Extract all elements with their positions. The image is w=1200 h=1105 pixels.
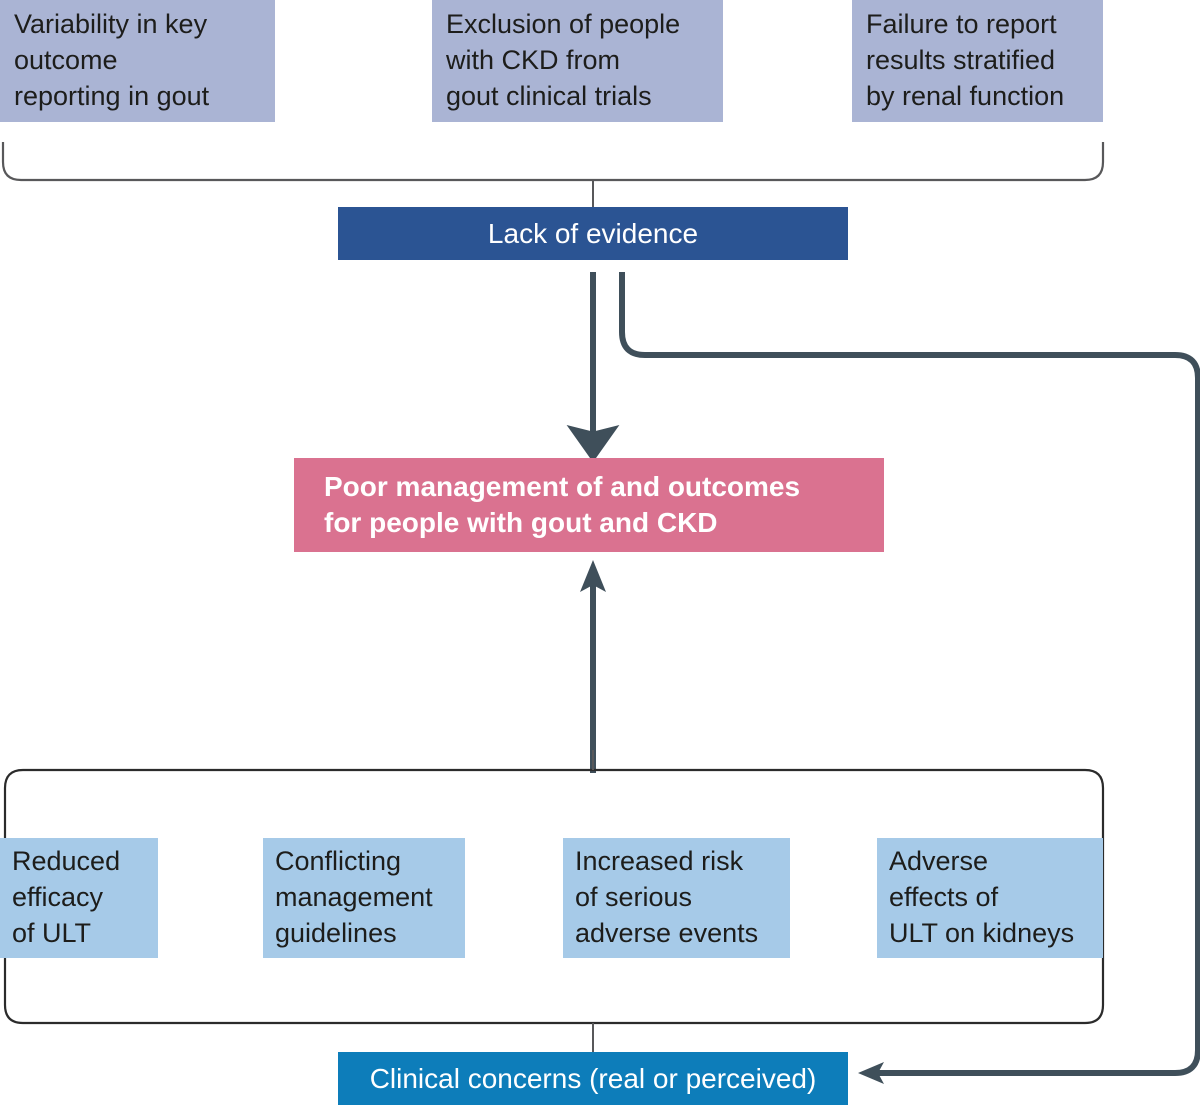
clinical-concerns-banner[interactable]: Clinical concerns (real or perceived) — [338, 1052, 848, 1105]
evidence-box-exclusion-label: Exclusion of people with CKD from gout c… — [446, 9, 681, 111]
clinical-concerns-arrowhead — [858, 1062, 884, 1084]
concern-box-reduced-efficacy[interactable]: Reduced efficacy of ULT — [0, 838, 158, 958]
evidence-box-failure-label: Failure to report results stratified by … — [866, 9, 1065, 111]
concern-box-conflicting-guidelines[interactable]: Conflicting management guidelines — [263, 838, 465, 958]
clinical-concerns-label: Clinical concerns (real or perceived) — [369, 1062, 817, 1094]
evidence-box-failure[interactable]: Failure to report results stratified by … — [852, 0, 1103, 122]
poor-management-arrowhead — [580, 560, 606, 592]
concern-box-increased-risk-label: Increased risk of serious adverse events — [575, 846, 759, 948]
evidence-box-exclusion[interactable]: Exclusion of people with CKD from gout c… — [432, 0, 723, 122]
concern-box-adverse-effects-label: Adverse effects of ULT on kidneys — [889, 846, 1075, 948]
poor-management-label: Poor management of and outcomes for peop… — [324, 470, 801, 538]
top-bracket — [1, 142, 1105, 182]
poor-management-banner[interactable]: Poor management of and outcomes for peop… — [294, 458, 884, 552]
lack-of-evidence-label: Lack of evidence — [487, 217, 699, 249]
concern-box-reduced-efficacy-label: Reduced efficacy of ULT — [12, 846, 121, 948]
concern-box-conflicting-guidelines-label: Conflicting management guidelines — [275, 846, 433, 948]
concern-box-increased-risk[interactable]: Increased risk of serious adverse events — [563, 838, 790, 958]
evidence-box-variability-label: Variability in key outcome reporting in … — [14, 9, 210, 111]
concern-box-adverse-effects[interactable]: Adverse effects of ULT on kidneys — [877, 838, 1103, 958]
evidence-box-variability[interactable]: Variability in key outcome reporting in … — [0, 0, 275, 122]
lack-of-evidence-banner[interactable]: Lack of evidence — [338, 207, 848, 260]
